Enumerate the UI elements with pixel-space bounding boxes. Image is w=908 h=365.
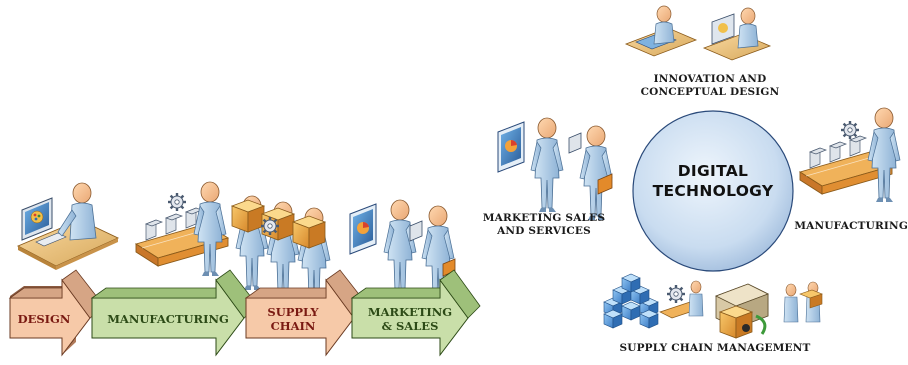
designer-at-computer-icon bbox=[16, 182, 120, 270]
hub-center-label: DIGITAL TECHNOLOGY bbox=[652, 162, 774, 200]
marketing-people-icon bbox=[497, 117, 613, 221]
person-with-box-icon bbox=[783, 281, 823, 323]
node-label-manufacturing: MANUFACTURING bbox=[794, 220, 908, 232]
arrow-label-marketing-sales: MARKETING & SALES bbox=[367, 305, 453, 333]
node-label-marketing: MARKETING SALES AND SERVICES bbox=[482, 212, 606, 237]
worker-small-conveyor-icon bbox=[659, 280, 704, 319]
arrow-design bbox=[8, 269, 105, 357]
arrow-label-supply-chain: SUPPLY CHAIN bbox=[267, 305, 319, 333]
workers-carrying-boxes-icon bbox=[231, 195, 331, 303]
worker-at-conveyor-icon bbox=[135, 181, 229, 277]
delivery-truck-icon bbox=[715, 283, 769, 339]
people-with-chart-and-briefcase-icon bbox=[349, 199, 456, 301]
arrow-marketing-sales bbox=[350, 269, 481, 357]
designers-at-desks-icon bbox=[624, 5, 772, 61]
digital-technology-circle bbox=[632, 110, 794, 272]
arrow-manufacturing bbox=[90, 269, 259, 357]
manufacturing-conveyor-icon bbox=[799, 107, 901, 203]
arrow-label-design: DESIGN bbox=[17, 312, 71, 326]
arrow-label-manufacturing: MANUFACTURING bbox=[107, 312, 229, 326]
pipeline-arrows bbox=[8, 269, 481, 357]
node-label-innovation: INNOVATION AND CONCEPTUAL DESIGN bbox=[640, 73, 780, 98]
arrow-supply-chain bbox=[244, 269, 369, 357]
node-label-supply-chain: SUPPLY CHAIN MANAGEMENT bbox=[619, 342, 811, 354]
stacked-boxes-icon bbox=[603, 273, 659, 329]
